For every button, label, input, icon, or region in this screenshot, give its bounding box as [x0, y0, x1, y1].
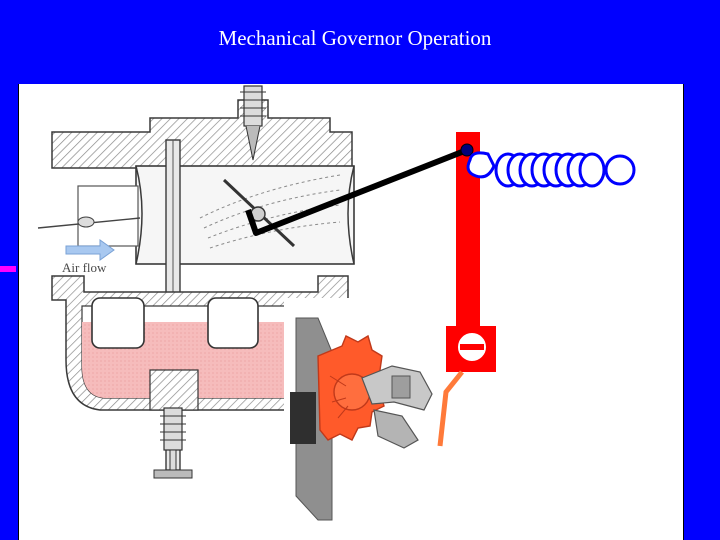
main-jet-screw: [149, 369, 199, 479]
linkage-rod: [245, 147, 469, 236]
idle-screw: [240, 85, 266, 161]
linkage-pivot: [460, 143, 474, 157]
carburetor-section: Air flow: [37, 85, 355, 479]
governor-spring: [466, 151, 636, 188]
slide-title: Mechanical Governor Operation: [218, 26, 492, 50]
airflow-label: Air flow: [62, 260, 107, 275]
accent-tick: [0, 266, 16, 272]
arm-link: [437, 370, 464, 447]
flyweight-assembly: [284, 298, 446, 540]
flyweights: [361, 365, 433, 449]
